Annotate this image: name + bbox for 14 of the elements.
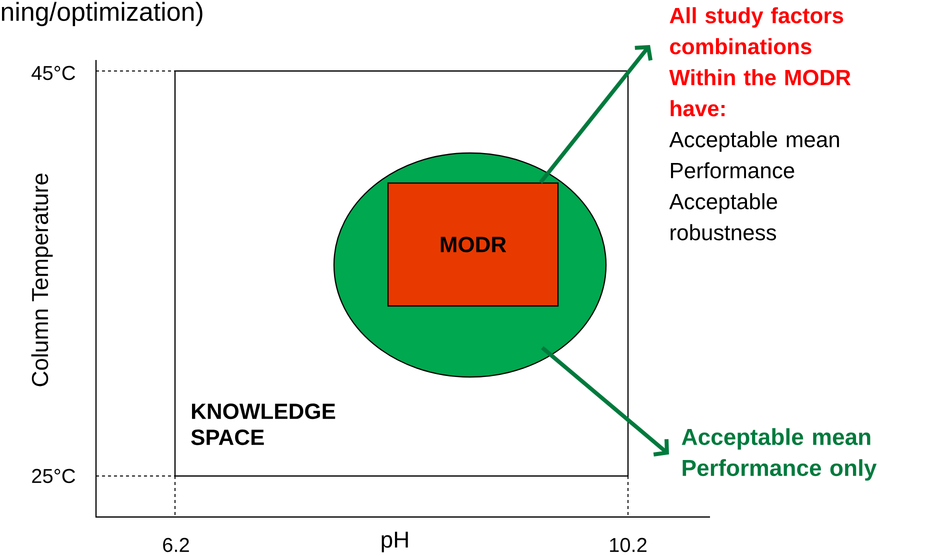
heading-fragment: ning/optimization) xyxy=(2,2,202,26)
axis-tick-label: 45°C xyxy=(32,66,76,80)
callout-text: All study factors combinations Within the MODR have: Acceptable mean Performance Acceptable robustness xyxy=(669,7,851,240)
axis-tick-label: 25°C xyxy=(32,468,76,484)
arrow xyxy=(540,346,669,457)
axis-title: Column Temperature xyxy=(31,174,53,386)
region-label: KNOWLEDGE SPACE xyxy=(191,404,336,446)
arrow xyxy=(539,45,653,184)
axis-title: pH xyxy=(382,532,408,552)
knowledge-space-box xyxy=(174,70,629,477)
modr-box: MODR xyxy=(387,182,559,307)
callout-text: Acceptable mean Performance only xyxy=(682,428,877,481)
axis-tick-label: 10.2 xyxy=(610,538,646,552)
axis-tick-label: 6.2 xyxy=(163,538,189,552)
